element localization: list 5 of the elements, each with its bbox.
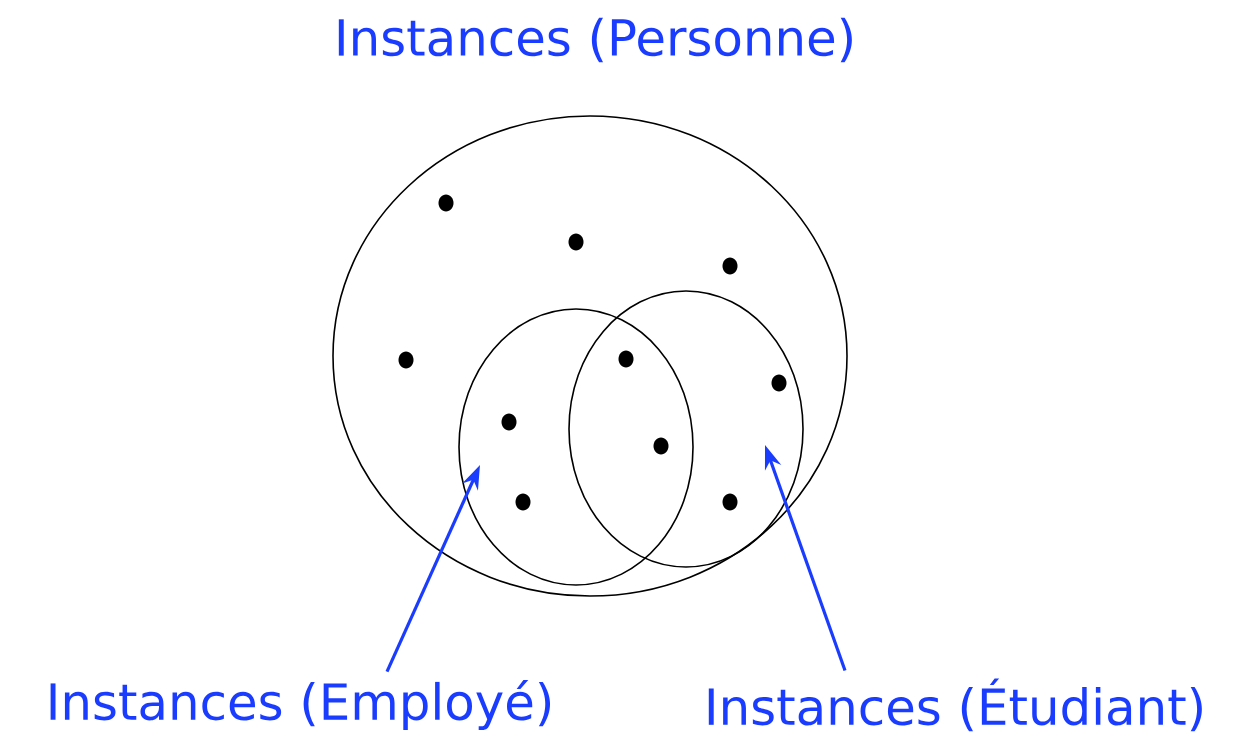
set-label: Instances (Étudiant) [708, 678, 1202, 732]
set-title: Instances (Personne) [338, 17, 852, 63]
set-label: Instances (Employé) [50, 679, 551, 731]
set-ellipse [458, 308, 694, 586]
set-ellipse [568, 290, 804, 568]
